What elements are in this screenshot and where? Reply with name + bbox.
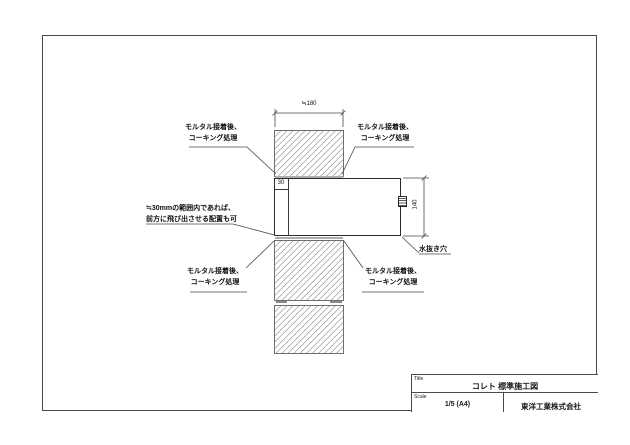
annotation-line: モルタル接着後、 <box>365 268 421 275</box>
title-block-row-scale: Scale 1/5 (A4) 東洋工業株式会社 <box>412 393 598 412</box>
annotation-mortar-top-right: モルタル接着後、 コーキング処理 <box>352 122 418 144</box>
dimension-height-value: 140 <box>412 199 419 210</box>
annotation-line: ≒30mmの範囲内であれば、 <box>146 205 236 212</box>
product-outline <box>274 178 401 236</box>
dimension-top-width-value: ≒180 <box>301 101 317 107</box>
dimension-front-offset-value: 30 <box>277 180 285 186</box>
scale-label: Scale <box>414 394 427 400</box>
mortar-joint-top <box>275 176 343 178</box>
drawing-title: コレト 標準施工図 <box>471 382 539 391</box>
drawing-frame <box>42 35 597 411</box>
company-name: 東洋工業株式会社 <box>521 402 581 411</box>
annotation-line: 前方に飛び出させる配置も可 <box>146 216 237 223</box>
front-offset-underline <box>275 189 288 190</box>
wall-section-top <box>274 130 344 177</box>
wall-section-middle <box>274 240 344 301</box>
wall-section-bottom <box>274 305 344 354</box>
title-block: Title コレト 標準施工図 Scale 1/5 (A4) 東洋工業株式会社 <box>411 374 598 412</box>
title-block-scale-cell: Scale 1/5 (A4) <box>412 393 504 412</box>
title-block-company-cell: 東洋工業株式会社 <box>504 393 598 412</box>
title-label: Title <box>414 376 424 382</box>
drain-hole <box>398 196 407 207</box>
annotation-line: コーキング処理 <box>368 279 418 286</box>
annotation-mortar-top-left: モルタル接着後、 コーキング処理 <box>178 122 248 144</box>
annotation-drain-hole: 水抜き穴 <box>419 246 447 253</box>
front-offset-line <box>288 178 289 236</box>
annotation-line: モルタル接着後、 <box>185 124 241 131</box>
scale-value: 1/5 (A4) <box>444 401 471 408</box>
annotation-line: コーキング処理 <box>188 135 238 142</box>
annotation-line: モルタル接着後、 <box>357 124 413 131</box>
title-block-row-title: Title コレト 標準施工図 <box>412 375 598 393</box>
annotation-line: コーキング処理 <box>190 279 240 286</box>
annotation-mortar-bottom-right: モルタル接着後、 コーキング処理 <box>360 266 426 288</box>
annotation-mortar-bottom-left: モルタル接着後、 コーキング処理 <box>182 266 248 288</box>
annotation-line: コーキング処理 <box>360 135 410 142</box>
mortar-joint-bottom <box>275 237 343 239</box>
annotation-line: モルタル接着後、 <box>187 268 243 275</box>
annotation-offset-note: ≒30mmの範囲内であれば、 前方に飛び出させる配置も可 <box>146 203 241 225</box>
